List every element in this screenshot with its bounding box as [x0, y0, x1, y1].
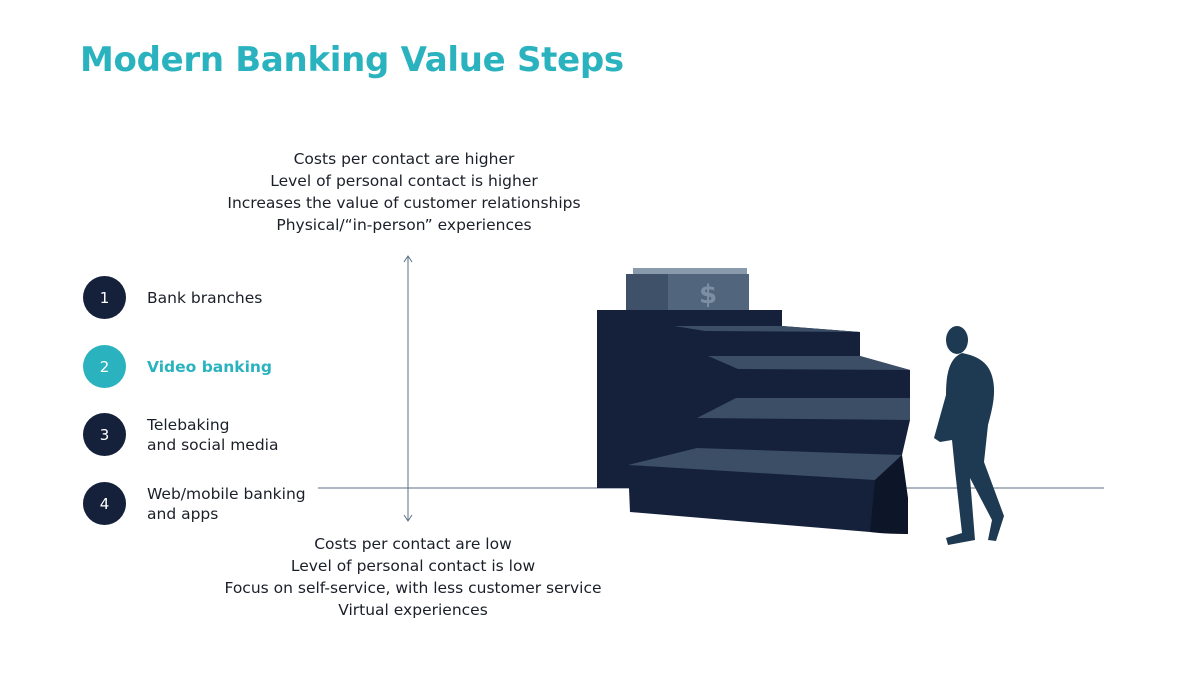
high-line: Costs per contact are higher	[293, 150, 515, 168]
step-label: Video banking	[147, 357, 272, 377]
step-label-line: Bank branches	[147, 288, 263, 307]
step-4: 4 Web/mobile banking and apps	[83, 482, 306, 525]
low-line: Costs per contact are low	[314, 535, 512, 553]
banknote-face	[668, 274, 749, 310]
stair-side	[870, 455, 908, 534]
step-number-badge: 4	[83, 482, 126, 525]
stair-tread	[628, 448, 902, 480]
high-line: Increases the value of customer relation…	[227, 194, 581, 212]
low-value-description: Costs per contact are low Level of perso…	[193, 533, 633, 621]
step-label-line: Web/mobile banking	[147, 484, 306, 503]
step-label-line: Telebaking	[147, 415, 230, 434]
step-label: Bank branches	[147, 288, 262, 308]
low-line: Level of personal contact is low	[290, 557, 536, 575]
stair-tread	[674, 326, 860, 332]
step-number-badge: 1	[83, 276, 126, 319]
banknote-edge	[633, 268, 747, 274]
person-body	[934, 353, 1004, 545]
low-line: Virtual experiences	[338, 601, 488, 619]
step-number-badge: 3	[83, 413, 126, 456]
step-3: 3 Telebaking and social media	[83, 413, 279, 456]
stair-tread	[697, 398, 910, 420]
arrow-up-icon	[403, 255, 413, 263]
step-label: Telebaking and social media	[147, 415, 279, 455]
step-label-line: Video banking	[147, 357, 273, 376]
dollar-sign-icon: $	[699, 280, 717, 310]
step-label-line: and apps	[147, 504, 219, 523]
arrow-down-icon	[403, 514, 413, 522]
step-2: 2 Video banking	[83, 345, 272, 388]
person-head	[946, 326, 968, 354]
low-line: Focus on self-service, with less custome…	[224, 579, 602, 597]
banknote-stack-icon: $	[626, 268, 749, 310]
high-value-description: Costs per contact are higher Level of pe…	[184, 148, 624, 236]
value-axis	[403, 255, 413, 522]
stair-tread	[708, 356, 910, 370]
high-line: Physical/“in-person” experiences	[276, 216, 532, 234]
stair-step	[674, 326, 860, 356]
step-1: 1 Bank branches	[83, 276, 262, 319]
step-label: Web/mobile banking and apps	[147, 484, 306, 524]
high-line: Level of personal contact is higher	[270, 172, 538, 190]
walking-person-icon	[934, 326, 1004, 545]
step-number-badge: 2	[83, 345, 126, 388]
page-title: Modern Banking Value Steps	[80, 40, 624, 80]
step-label-line: and social media	[147, 435, 279, 454]
